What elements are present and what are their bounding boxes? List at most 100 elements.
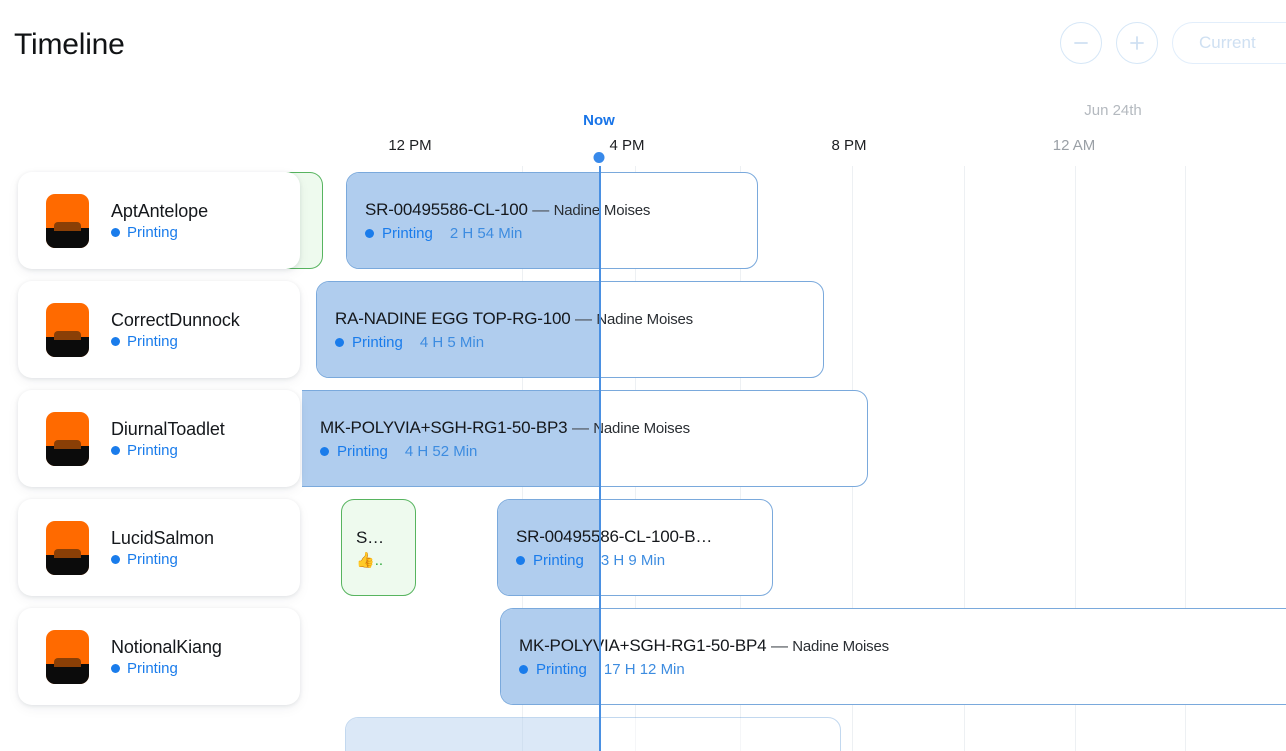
status-dot-icon — [365, 228, 374, 238]
axis-tick: 12 AM — [1052, 137, 1096, 154]
job-owner: Nadine Moises — [593, 419, 690, 437]
job-title-separator: — — [770, 635, 788, 655]
printer-status-label: Printing — [127, 659, 178, 677]
status-dot-icon — [111, 227, 120, 237]
job-body: RA-NADINE EGG TOP-RG-100 — Nadine Moises… — [317, 282, 823, 377]
job-progress-fill — [317, 282, 600, 377]
status-dot-icon — [516, 555, 525, 565]
printer-icon — [46, 629, 89, 684]
printer-status: Printing — [111, 442, 225, 459]
job-title-text: MK-POLYVIA+SGH-RG1-50-BP4 — [519, 635, 767, 655]
zoom-in-button[interactable] — [1116, 22, 1158, 64]
gridline — [1075, 166, 1076, 751]
job-title-separator: — — [571, 417, 589, 437]
job-thumb-tail: .. — [374, 551, 384, 569]
plus-icon — [1130, 36, 1144, 50]
job-subline: Printing 17 H 12 Min — [519, 661, 1268, 678]
job-elapsed: 17 H 12 Min — [603, 660, 685, 678]
axis-day-label: Jun 24th — [1084, 102, 1142, 119]
gridline — [964, 166, 965, 751]
status-dot-icon — [335, 337, 344, 347]
status-dot-icon — [320, 446, 329, 456]
job-block[interactable] — [345, 717, 841, 751]
printer-name: AptAntelope — [111, 200, 208, 221]
printer-icon-base — [46, 663, 89, 684]
job-title-text: RA-NADINE EGG TOP-RG-100 — [335, 308, 571, 328]
job-title-text: MK-POLYVIA+SGH-RG1-50-BP3 — [320, 417, 568, 437]
printer-name: LucidSalmon — [111, 527, 214, 548]
job-progress-fill — [501, 609, 600, 704]
status-dot-icon — [111, 336, 120, 346]
job-title: MK-POLYVIA+SGH-RG1-50-BP3 — Nadine Moise… — [320, 418, 849, 438]
printer-status-label: Printing — [127, 223, 178, 241]
job-progress-fill — [498, 500, 600, 595]
job-block[interactable]: MK-POLYVIA+SGH-RG1-50-BP4 — Nadine Moise… — [500, 608, 1286, 705]
printer-icon — [46, 193, 89, 248]
job-block[interactable]: RA-NADINE EGG TOP-RG-100 — Nadine Moises… — [316, 281, 824, 378]
job-block[interactable]: MK-POLYVIA+SGH-RG1-50-BP3 — Nadine Moise… — [302, 390, 868, 487]
printer-icon-base — [46, 227, 89, 248]
job-body: MK-POLYVIA+SGH-RG1-50-BP3 — Nadine Moise… — [302, 391, 867, 486]
current-time-button[interactable]: Current — [1172, 22, 1286, 64]
job-elapsed: 4 H 5 Min — [419, 333, 485, 351]
job-title-separator: — — [575, 308, 592, 328]
job-status-label: Printing — [533, 551, 584, 569]
axis-now-label: Now — [583, 112, 615, 129]
page-title: Timeline — [14, 28, 125, 61]
job-progress-fill — [346, 718, 600, 751]
job-owner: Nadine Moises — [792, 637, 889, 655]
header-controls: Current — [1060, 22, 1286, 64]
zoom-out-button[interactable] — [1060, 22, 1102, 64]
printer-icon — [46, 411, 89, 466]
job-owner: Nadine Moises — [553, 201, 651, 219]
job-title: SR-00495586-CL-100 — Nadine Moises — [365, 200, 739, 220]
printer-status: Printing — [111, 551, 214, 568]
job-body: MK-POLYVIA+SGH-RG1-50-BP4 — Nadine Moise… — [501, 609, 1286, 704]
job-title-text: SR-00495586-CL-100-B… — [516, 526, 713, 546]
printer-name: NotionalKiang — [111, 636, 222, 657]
printer-icon-tray — [54, 548, 81, 558]
printer-status: Printing — [111, 224, 208, 241]
job-title: RA-NADINE EGG TOP-RG-100 — Nadine Moises — [335, 309, 805, 329]
gridline — [1185, 166, 1186, 751]
job-block[interactable]: S…👍.. — [341, 499, 416, 596]
axis-tick: 12 PM — [388, 137, 432, 154]
job-thumbs-up-icon: 👍.. — [356, 551, 384, 569]
job-status-label: Printing — [536, 660, 587, 678]
printer-status-label: Printing — [127, 332, 178, 350]
printer-icon-base — [46, 554, 89, 575]
printer-icon — [46, 520, 89, 575]
axis-tick: 8 PM — [831, 137, 867, 154]
current-time-button-label: Current — [1199, 33, 1256, 52]
job-title-separator: — — [532, 199, 550, 219]
job-body: S…👍.. — [342, 500, 415, 595]
status-dot-icon — [111, 554, 120, 564]
job-progress-fill — [347, 173, 600, 268]
printer-status: Printing — [111, 660, 222, 677]
timeline-row — [0, 711, 1286, 751]
printer-icon-tray — [54, 330, 81, 340]
job-status-label: Printing — [382, 224, 433, 242]
printer-icon-base — [46, 445, 89, 466]
